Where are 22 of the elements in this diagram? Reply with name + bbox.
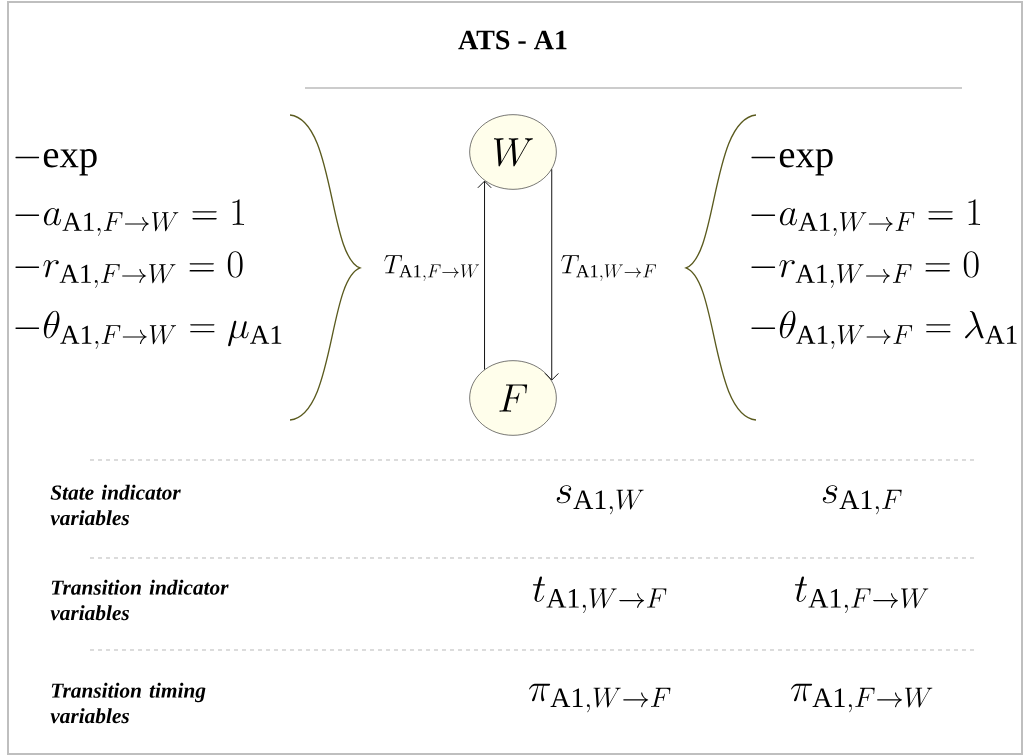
edge-label: $T_{\mathrm{A1},F\to W}$ [384,255,480,281]
formula: $s_{\mathrm{A1},F}$ [822,485,902,515]
formula: $t_{\mathrm{A1},W\to F}$ [532,576,667,613]
formula: $\pi_{\mathrm{A1},F\to W}$ [791,683,933,713]
formula: $-\theta_{\mathrm{A1},F\to W}=\mu_{\mathrm{A1}}$ [15,310,282,349]
formula: $-a_{\mathrm{A1},F\to W}=1$ [15,199,245,236]
arrow [544,168,559,381]
formula: $-a_{\mathrm{A1},W\to F}=1$ [751,199,981,236]
formula: $t_{\mathrm{A1},F\to W}$ [794,576,929,613]
title: ATS - A1 [458,30,567,50]
arrow [477,180,492,370]
row-heading: Transition timing variables [50,682,206,724]
row-heading: Transition indicator variables [50,579,229,621]
formula: $-\mathrm{exp}$ [751,148,833,176]
formula: $-\mathrm{exp}$ [15,148,97,176]
formula: $-r_{\mathrm{A1},W\to F}=0$ [751,251,979,288]
formula: $-r_{\mathrm{A1},F\to W}=0$ [15,251,243,288]
row-heading: State indicator variables [50,484,181,526]
formula: $-\theta_{\mathrm{A1},W\to F}=\lambda_{\mathrm{A1}}$ [751,310,1017,349]
formula: $s_{\mathrm{A1},W}$ [556,485,644,515]
formula: $\pi_{\mathrm{A1},W\to F}$ [529,683,671,713]
edge-label: $T_{\mathrm{A1},W\to F}$ [561,255,657,281]
